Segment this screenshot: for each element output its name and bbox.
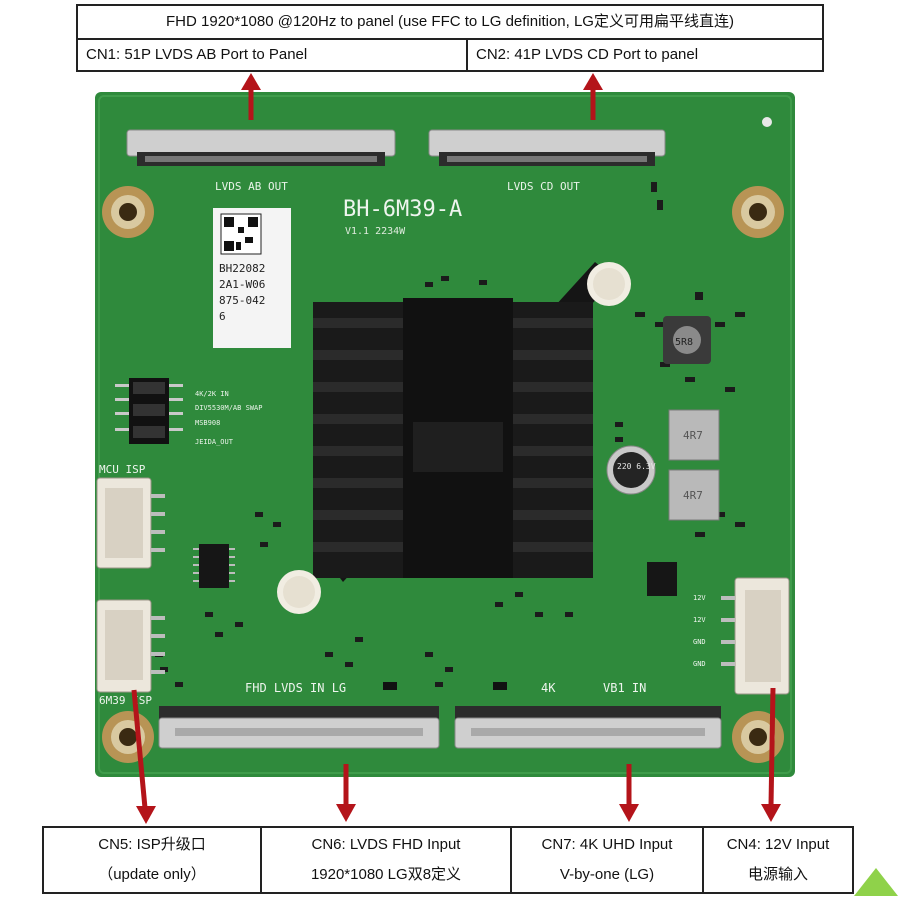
connector-lvds-cd-out <box>428 129 666 166</box>
top-label-table: FHD 1920*1080 @120Hz to panel (use FFC t… <box>76 4 824 72</box>
silk-jumper-3: MSB908 <box>195 419 220 427</box>
silk-lvds-ab-out: LVDS AB OUT <box>215 180 288 193</box>
heatsink <box>313 262 615 582</box>
cn2-label: CN2: 41P LVDS CD Port to panel <box>476 46 699 63</box>
connector-mcu-isp <box>96 477 165 569</box>
qr-line-4: 6 <box>219 310 226 323</box>
qr-line-3: 875-042 <box>219 294 265 307</box>
cn4-line1: CN4: 12V Input <box>726 836 830 853</box>
inductor-mid: 4R7 <box>668 409 720 461</box>
qr-line-1: BH22082 <box>219 262 265 275</box>
silk-pwr-3: GND <box>693 638 706 646</box>
silk-jumper-2: DIV5530M/AB SWAP <box>195 404 262 412</box>
qr-line-2: 2A1-W06 <box>219 278 265 291</box>
mount-hole-tr <box>732 186 784 238</box>
inductor-low: 4R7 <box>668 469 720 521</box>
cn6-line2: 1920*1080 LG双8定义 <box>310 866 462 883</box>
silk-pwr-2: 12V <box>693 616 706 624</box>
bottom-label-table: CN5: ISP升级口 （update only） CN6: LVDS FHD … <box>42 826 854 894</box>
silk-pwr-1: 12V <box>693 594 706 602</box>
cn7-line1: CN7: 4K UHD Input <box>541 836 673 853</box>
board-model: BH-6M39-A <box>343 197 462 222</box>
electrolytic-capacitor: 220 6.3V <box>606 445 656 495</box>
connector-12v-power: 12V 12V GND GND <box>693 577 790 695</box>
silk-fhd-lvds-in: FHD LVDS IN LG <box>245 681 346 695</box>
silk-inductor-2: 4R7 <box>683 489 703 502</box>
silk-vb1-in: VB1 IN <box>603 681 646 695</box>
connector-4k-vb1-in <box>454 706 722 749</box>
silk-mcu-isp: MCU ISP <box>99 463 146 476</box>
arrow-cn1-head <box>241 73 261 90</box>
silk-jumper-4: JEIDA_OUT <box>195 438 234 446</box>
cn5-cell: CN5: ISP升级口 （update only） <box>44 828 262 892</box>
cn7-cell: CN7: 4K UHD Input V-by-one (LG) <box>512 828 704 892</box>
cn6-line1: CN6: LVDS FHD Input <box>311 836 461 853</box>
arrow-cn6-head <box>336 804 356 822</box>
cn4-line2: 电源输入 <box>747 866 808 883</box>
silk-inductor-3: 5R8 <box>675 337 693 348</box>
arrow-cn2-head <box>583 73 603 90</box>
jumper-header: 4K/2K IN DIV5530M/AB SWAP MSB908 JEIDA_O… <box>115 378 262 446</box>
connector-6m39-isp <box>96 599 165 693</box>
silk-lvds-cd-out: LVDS CD OUT <box>507 180 580 193</box>
qr-sticker: BH22082 2A1-W06 875-042 6 <box>213 208 291 348</box>
cn5-line2: （update only） <box>98 866 206 883</box>
ic-chip-right <box>647 562 677 596</box>
silk-capacitor: 220 6.3V <box>617 462 656 471</box>
silk-pwr-4: GND <box>693 660 706 668</box>
cn4-cell: CN4: 12V Input 电源输入 <box>704 828 852 892</box>
ic-chip-left <box>193 544 235 588</box>
cn1-label: CN1: 51P LVDS AB Port to Panel <box>78 40 468 70</box>
pcb-board-photo: LVDS AB OUT LVDS CD OUT BH-6M39-A V1.1 2… <box>95 92 795 777</box>
cn7-line2: V-by-one (LG) <box>559 866 655 883</box>
corner-triangle-icon <box>854 868 898 896</box>
connector-lvds-ab-out <box>126 129 396 166</box>
silk-inductor-1: 4R7 <box>683 429 703 442</box>
header-title: FHD 1920*1080 @120Hz to panel (use FFC t… <box>78 6 822 40</box>
board-version: V1.1 2234W <box>345 226 406 237</box>
silk-6m39-isp: 6M39 ISP <box>99 694 152 707</box>
arrow-cn5-head <box>136 806 156 824</box>
connector-fhd-lvds-in <box>158 706 440 749</box>
cn5-line1: CN5: ISP升级口 <box>98 836 206 853</box>
inductor-top: 5R8 <box>663 316 711 364</box>
mount-hole-tl <box>102 186 154 238</box>
arrow-cn4-head <box>761 804 781 822</box>
silk-4k: 4K <box>541 681 556 695</box>
arrow-cn7-head <box>619 804 639 822</box>
silk-jumper-1: 4K/2K IN <box>195 390 229 398</box>
arrow-cn4 <box>768 687 776 807</box>
cn6-cell: CN6: LVDS FHD Input 1920*1080 LG双8定义 <box>262 828 512 892</box>
arrow-cn5 <box>131 689 148 809</box>
header-connector-row: CN1: 51P LVDS AB Port to Panel CN2: 41P … <box>78 40 822 70</box>
